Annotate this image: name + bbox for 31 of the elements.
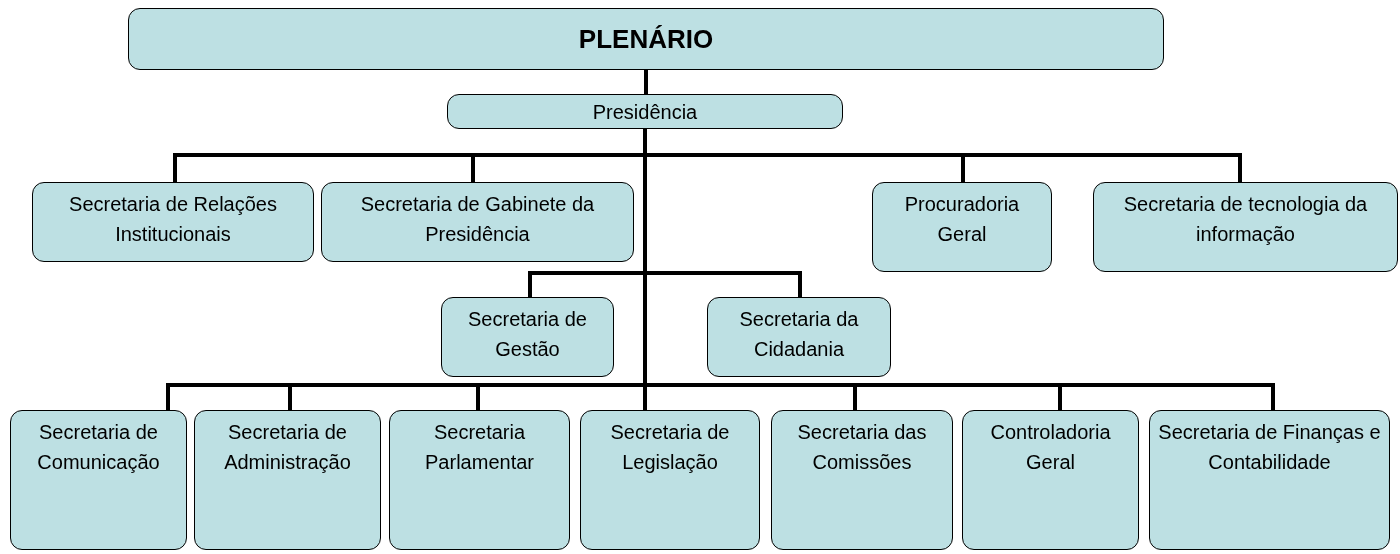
org-unit-box [10, 410, 187, 550]
connector-line [644, 70, 648, 94]
unit-name: Secretaria de Gestão [467, 307, 588, 362]
title-box [128, 8, 1164, 70]
org-unit-box [441, 297, 614, 377]
org-unit-box [321, 182, 634, 262]
unit-name: Secretaria de Relações Institucionais [68, 192, 278, 247]
unit-name: Secretaria da Cidadania [738, 307, 860, 362]
org-unit-box [1093, 182, 1398, 272]
unit-name: Procuradoria Geral [903, 192, 1021, 247]
unit-name: Secretaria de Legislação [609, 420, 731, 475]
org-unit-box [447, 94, 843, 129]
org-unit-box [707, 297, 891, 377]
org-unit-box [194, 410, 381, 550]
org-unit-box [771, 410, 953, 550]
unit-name: Controladoria Geral [989, 420, 1112, 475]
unit-name: Secretaria de Finanças e Contabilidade [1158, 420, 1381, 475]
unit-name: Secretaria das Comissões [796, 420, 928, 475]
unit-name: Secretaria de Comunicação [36, 420, 161, 475]
org-unit-box [1149, 410, 1390, 550]
org-unit-box [389, 410, 570, 550]
org-unit-box [580, 410, 760, 550]
unit-name: PLENÁRIO [578, 24, 714, 54]
org-unit-box [872, 182, 1052, 272]
org-unit-box [962, 410, 1139, 550]
unit-name: Secretaria de Administração [223, 420, 352, 475]
unit-name: Secretaria Parlamentar [424, 420, 535, 475]
org-unit-box [32, 182, 314, 262]
unit-name: Secretaria de Gabinete da Presidência [359, 192, 596, 247]
unit-name: Presidência [592, 99, 698, 125]
unit-name: Secretaria de tecnologia da informação [1122, 192, 1369, 247]
